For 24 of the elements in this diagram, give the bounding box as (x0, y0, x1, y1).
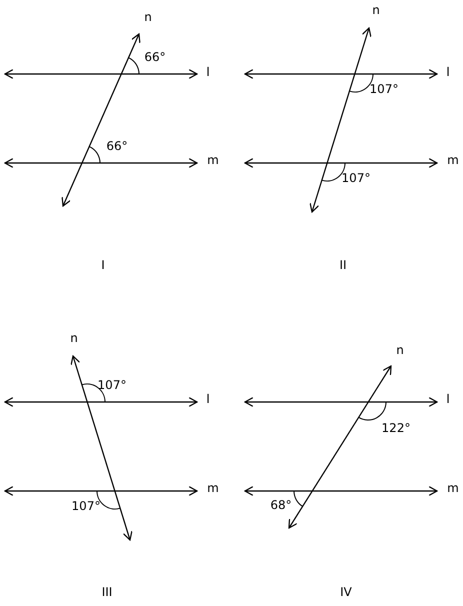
line-label: l (446, 66, 450, 78)
figure-label: IV (340, 586, 352, 598)
line-label: m (207, 482, 219, 494)
angle-label: 66° (106, 140, 128, 152)
figure-label: II (339, 259, 347, 271)
line-label: l (206, 66, 210, 78)
line-label: l (206, 393, 210, 405)
line-label: n (372, 4, 380, 16)
line-label: l (446, 393, 450, 405)
angle-label: 107° (370, 83, 398, 95)
line-label: m (447, 482, 459, 494)
line-label: m (207, 154, 219, 166)
angle-label: 107° (72, 500, 100, 512)
figure-label: I (101, 259, 105, 271)
figure-label: III (102, 586, 112, 598)
line-label: n (396, 344, 404, 356)
angle-label: 68° (270, 499, 292, 511)
line-label: m (447, 154, 459, 166)
line-label: n (144, 11, 152, 23)
angle-label: 107° (98, 379, 126, 391)
line-label: n (70, 332, 78, 344)
angle-label: 122° (382, 422, 410, 434)
angle-label: 107° (342, 172, 370, 184)
angle-label: 66° (144, 51, 166, 63)
